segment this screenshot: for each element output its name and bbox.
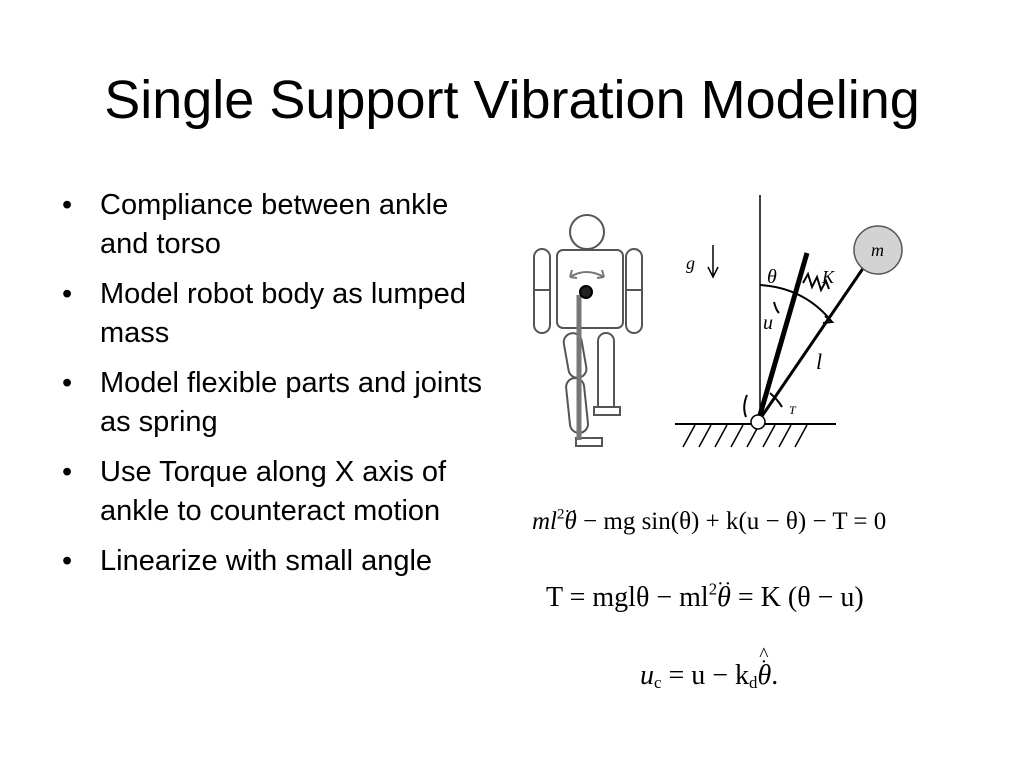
eq3-end: . (771, 660, 779, 691)
bullet-dot: • (62, 189, 73, 221)
bullet-text: Compliance between ankle and torso (100, 189, 449, 260)
label-k: K (821, 267, 835, 287)
label-u: u (763, 312, 773, 334)
eq2-lhs: T = mglθ − ml (546, 582, 709, 613)
bullet-item: • Model flexible parts and joints as spri… (62, 364, 502, 442)
bullet-dot: • (62, 367, 73, 399)
eq3-hat: ^ (759, 644, 770, 666)
eq3-u: u (640, 660, 654, 691)
eq1-theta: θ (564, 508, 577, 535)
eq1-theta-ddot: ··θ (564, 501, 578, 536)
equation-of-motion: ml2··θ − mg sin(θ) + k(u − θ) − T = 0 (532, 501, 887, 536)
label-theta: θ (767, 266, 777, 288)
bullet-text: Model robot body as lumped mass (100, 278, 466, 349)
eq3-mid: = u − k (661, 660, 750, 691)
eq3-accent-dot: · (760, 651, 769, 673)
eq1-ml: ml (532, 508, 557, 535)
bullet-item: • Model robot body as lumped mass (62, 275, 502, 353)
eq1-rest: − mg sin(θ) + k(u − θ) − T = 0 (576, 508, 887, 535)
eq3-theta-hat-dot: ^·θ (757, 645, 772, 692)
eq2-rhs: = K (θ − u) (730, 582, 864, 613)
bullet-item: • Linearize with small angle (62, 542, 502, 581)
control-law-equation: uc = u − kd^·θ. (640, 645, 779, 693)
eq3-theta: θ (757, 660, 772, 691)
bullet-text: Model flexible parts and joints as sprin… (100, 367, 483, 438)
eq1-square: 2 (557, 506, 565, 523)
eq3-k-subscript: d (749, 673, 758, 693)
eq2-accent-dots: ·· (717, 573, 733, 595)
bullet-list: • Compliance between ankle and torso • Mod… (62, 186, 502, 592)
bullet-item: • Use Torque along X axis of ankle to cou… (62, 453, 502, 531)
bullet-dot: • (62, 545, 73, 577)
bullet-text: Use Torque along X axis of ankle to coun… (100, 456, 447, 527)
label-l: l (816, 349, 822, 374)
bullet-text: Linearize with small angle (100, 545, 433, 577)
label-t: T (789, 403, 797, 417)
pendulum-model (675, 195, 903, 448)
bullet-item: • Compliance between ankle and torso (62, 186, 502, 264)
robot-figure-icon (533, 214, 643, 447)
eq2-theta: θ (717, 582, 731, 613)
eq2-theta-ddot: ··θ (717, 574, 731, 614)
pendulum-diagram: g θ K m u l T (533, 195, 903, 448)
eq1-accent-dots: ·· (564, 500, 578, 521)
label-m: m (871, 240, 884, 260)
label-g: g (686, 253, 695, 273)
eq3-u-subscript: c (654, 673, 662, 693)
slide-title: Single Support Vibration Modeling (104, 70, 920, 130)
eq2-square: 2 (708, 579, 718, 599)
bullet-dot: • (62, 278, 73, 310)
bullet-dot: • (62, 456, 73, 488)
linearized-equation: T = mglθ − ml2··θ = K (θ − u) (546, 574, 864, 614)
